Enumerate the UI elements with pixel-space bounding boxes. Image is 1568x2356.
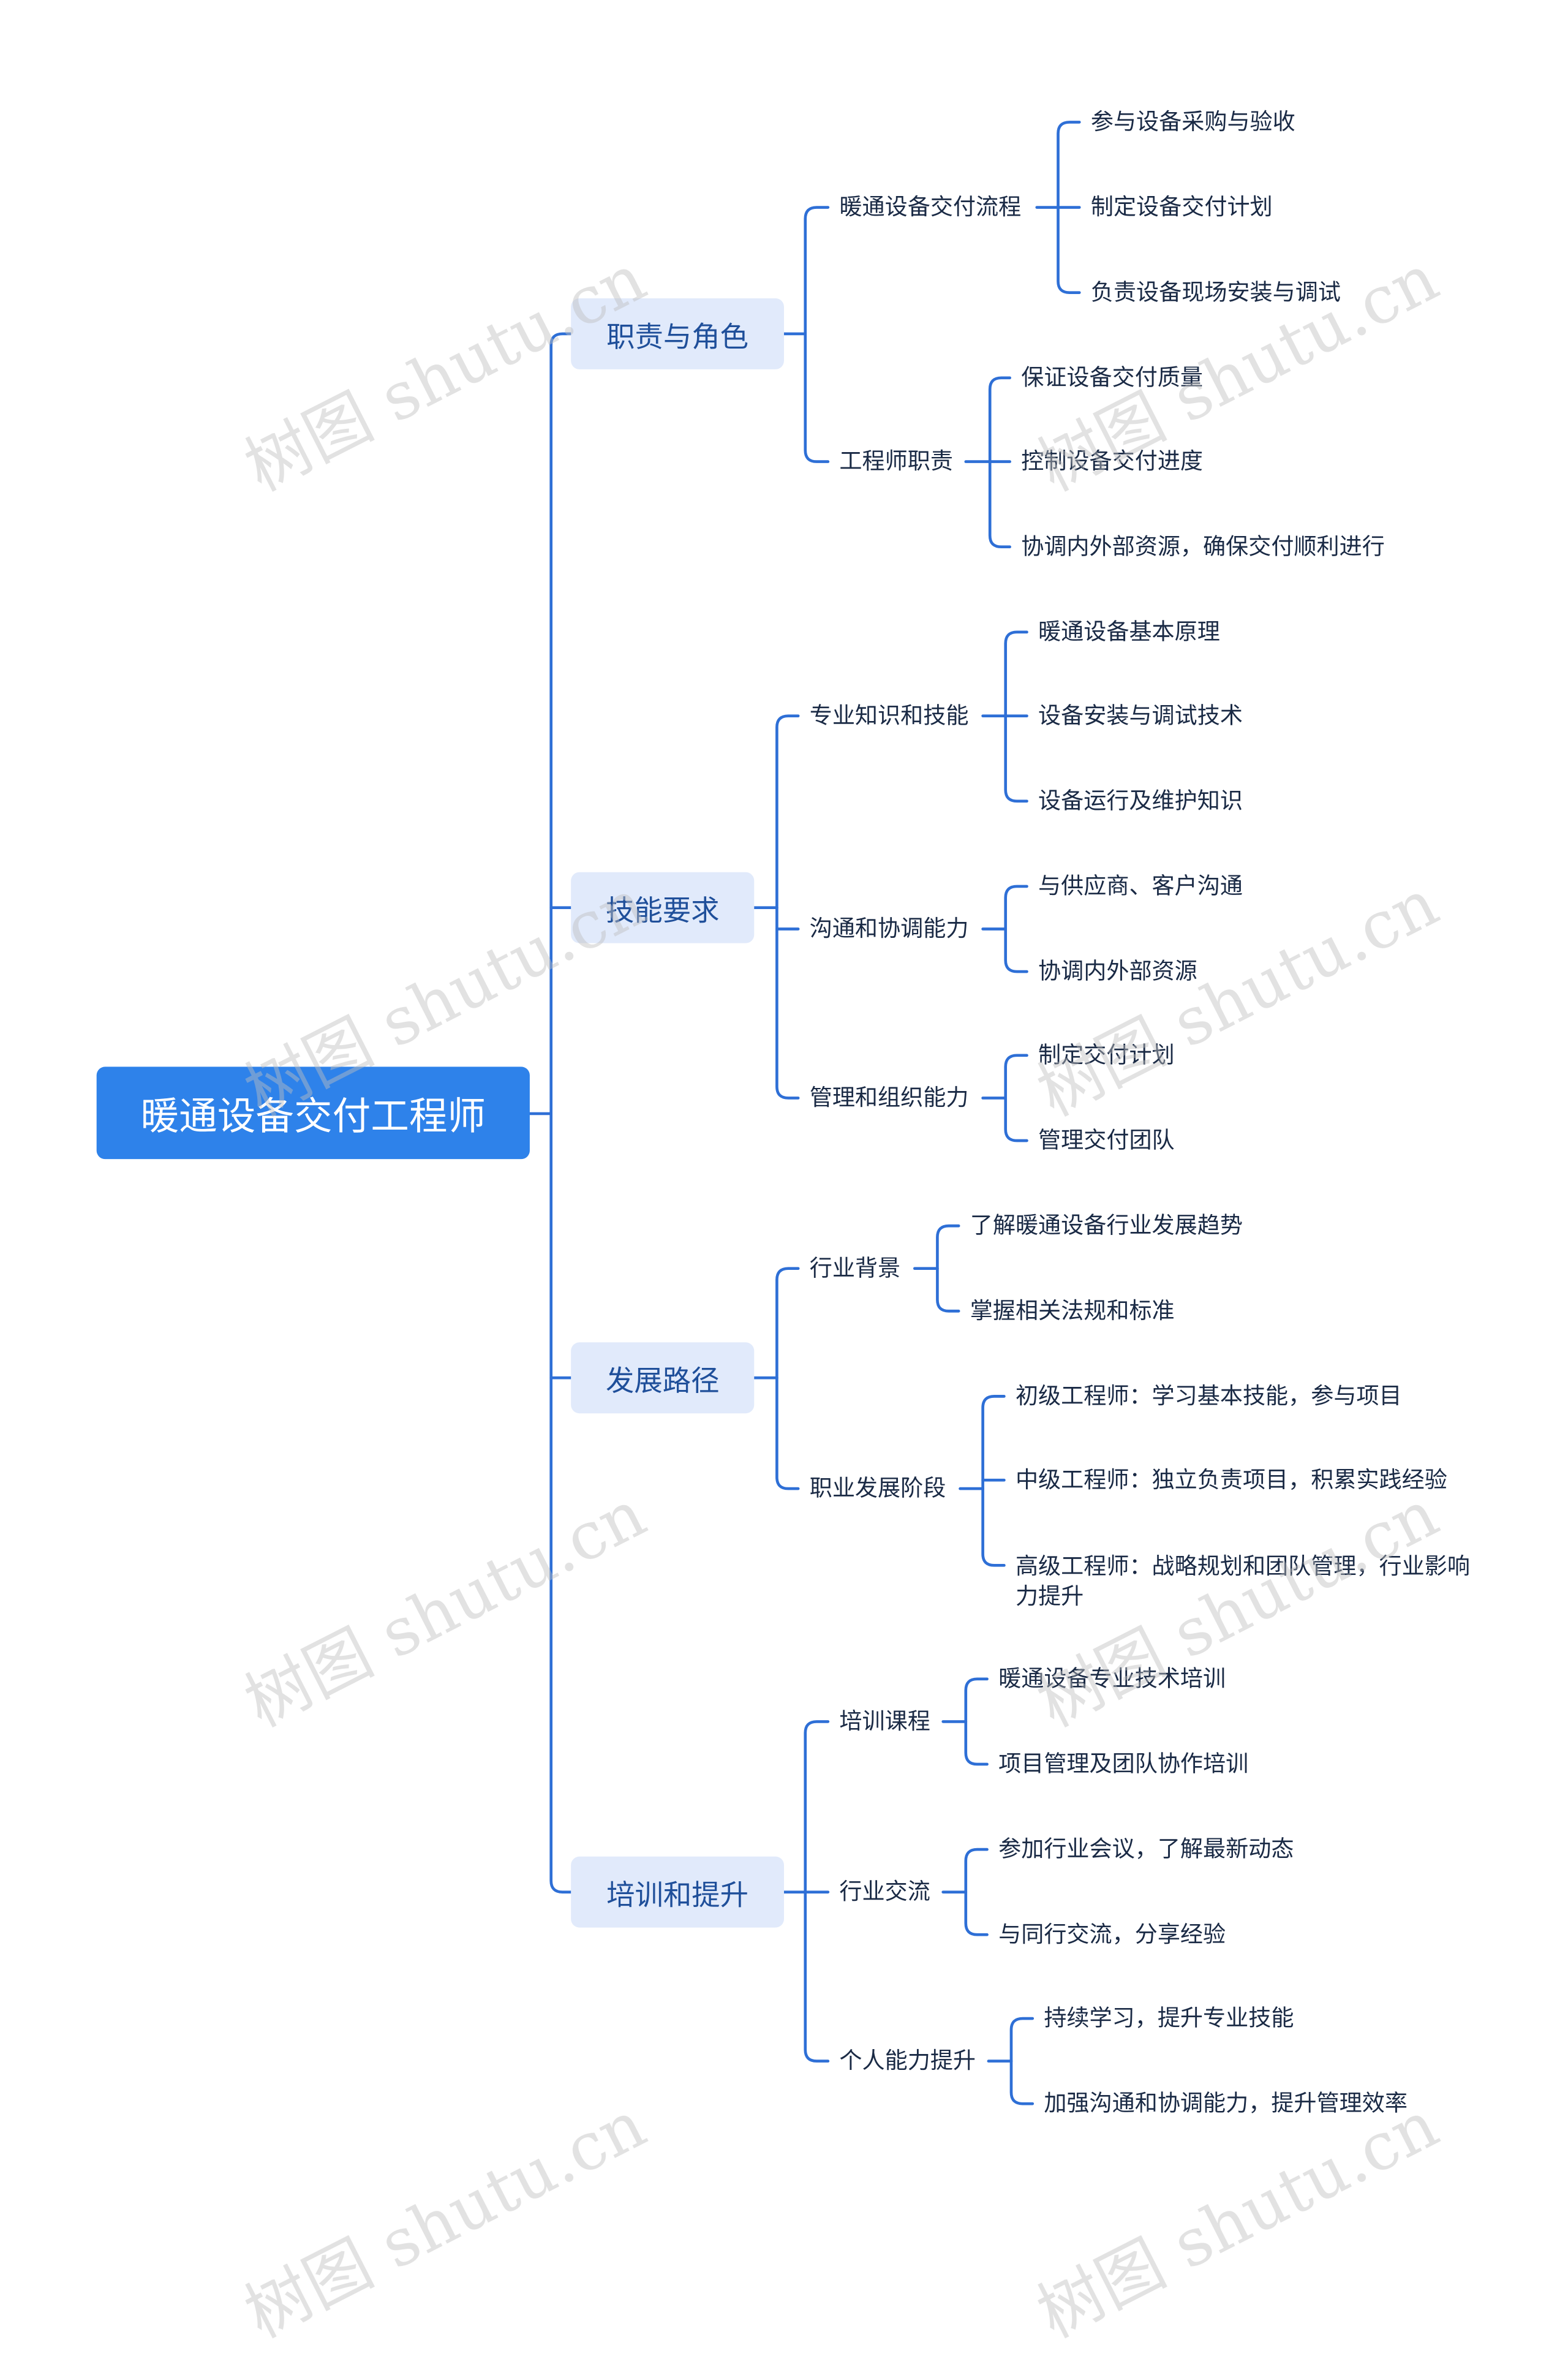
connector-line xyxy=(964,1848,989,1893)
leaf-node[interactable]: 加强沟通和协调能力，提升管理效率 xyxy=(1044,2089,1408,2117)
connector-line xyxy=(775,1376,800,1490)
sub-node[interactable]: 职业发展阶段 xyxy=(809,1474,946,1501)
sub-node[interactable]: 行业背景 xyxy=(809,1254,901,1282)
connector-line xyxy=(1009,2060,1035,2105)
branch-node-skills[interactable]: 技能要求 xyxy=(571,872,755,943)
sub-node[interactable]: 专业知识和技能 xyxy=(809,701,969,729)
connector-line xyxy=(775,1267,800,1380)
leaf-node[interactable]: 暖通设备专业技术培训 xyxy=(998,1664,1226,1692)
leaf-node[interactable]: 设备运行及维护知识 xyxy=(1038,787,1243,814)
connector-line xyxy=(964,1720,989,1766)
connector-lines xyxy=(528,121,1081,2105)
connector-line xyxy=(1057,206,1081,294)
leaf-node[interactable]: 保证设备交付质量 xyxy=(1021,363,1204,391)
connector-line xyxy=(775,714,800,910)
connector-line xyxy=(804,332,830,463)
branch-node-responsibilities[interactable]: 职责与角色 xyxy=(571,298,784,369)
connector-line xyxy=(1004,1097,1028,1142)
leaf-node[interactable]: 暖通设备基本原理 xyxy=(1038,617,1220,645)
connector-line xyxy=(804,1890,830,2063)
leaf-node[interactable]: 负责设备现场安装与调试 xyxy=(1090,278,1341,306)
connector-line xyxy=(981,1487,1006,1567)
leaf-node[interactable]: 项目管理及团队协作培训 xyxy=(998,1750,1249,1777)
leaf-node[interactable]: 控制设备交付进度 xyxy=(1021,447,1204,475)
connector-line xyxy=(804,1720,830,1893)
sub-node[interactable]: 工程师职责 xyxy=(839,447,953,475)
leaf-node[interactable]: 了解暖通设备行业发展趋势 xyxy=(970,1211,1243,1239)
connector-line xyxy=(1009,2017,1035,2063)
leaf-node[interactable]: 参与设备采购与验收 xyxy=(1090,108,1295,135)
leaf-node[interactable]: 协调内外部资源，确保交付顺利进行 xyxy=(1021,532,1385,560)
connector-line xyxy=(936,1224,960,1271)
connector-line xyxy=(549,332,573,1116)
sub-node[interactable]: 沟通和协调能力 xyxy=(809,915,969,942)
connector-line xyxy=(981,1395,1006,1490)
leaf-node[interactable]: 管理交付团队 xyxy=(1038,1126,1175,1153)
connector-line xyxy=(1004,885,1028,931)
connector-line xyxy=(1004,714,1028,803)
leaf-node[interactable]: 中级工程师：独立负责项目，积累实践经验 xyxy=(1015,1466,1447,1493)
connector-line xyxy=(775,906,800,1100)
connector-line xyxy=(549,1112,573,1893)
leaf-node[interactable]: 参加行业会议，了解最新动态 xyxy=(998,1835,1294,1862)
root-node[interactable]: 暖通设备交付工程师 xyxy=(96,1067,530,1160)
connector-line xyxy=(936,1267,960,1313)
leaf-node[interactable]: 制定设备交付计划 xyxy=(1090,193,1273,221)
leaf-node[interactable]: 高级工程师：战略规划和团队管理，行业影响力提升 xyxy=(1015,1552,1470,1610)
mind-map: 暖通设备交付工程师 职责与角色 暖通设备交付流程 参与设备采购与验收 制定设备交… xyxy=(96,108,1470,2352)
leaf-node[interactable]: 协调内外部资源 xyxy=(1038,957,1197,984)
sub-node[interactable]: 管理和组织能力 xyxy=(809,1084,969,1111)
connector-line xyxy=(804,206,830,336)
sub-node[interactable]: 培训课程 xyxy=(839,1707,930,1735)
connector-line xyxy=(964,1890,989,1936)
leaf-node[interactable]: 制定交付计划 xyxy=(1038,1041,1175,1068)
connector-line xyxy=(1004,1054,1028,1100)
connector-line xyxy=(1004,630,1028,717)
connector-line xyxy=(988,460,1011,549)
branch-node-career-path[interactable]: 发展路径 xyxy=(571,1342,755,1414)
connector-line xyxy=(1057,121,1081,209)
leaf-node[interactable]: 掌握相关法规和标准 xyxy=(970,1297,1175,1324)
leaf-node[interactable]: 设备安装与调试技术 xyxy=(1038,701,1243,729)
connector-line xyxy=(1004,927,1028,973)
connector-line xyxy=(988,376,1011,463)
leaf-node[interactable]: 初级工程师：学习基本技能，参与项目 xyxy=(1015,1382,1402,1410)
leaf-node[interactable]: 持续学习，提升专业技能 xyxy=(1044,2004,1294,2031)
sub-node[interactable]: 行业交流 xyxy=(839,1878,930,1905)
sub-node[interactable]: 个人能力提升 xyxy=(839,2047,976,2074)
connector-line xyxy=(964,1677,989,1723)
leaf-node[interactable]: 与供应商、客户沟通 xyxy=(1038,872,1243,899)
leaf-node[interactable]: 与同行交流，分享经验 xyxy=(998,1920,1226,1948)
sub-node[interactable]: 暖通设备交付流程 xyxy=(839,193,1022,221)
branch-node-training[interactable]: 培训和提升 xyxy=(571,1856,784,1928)
